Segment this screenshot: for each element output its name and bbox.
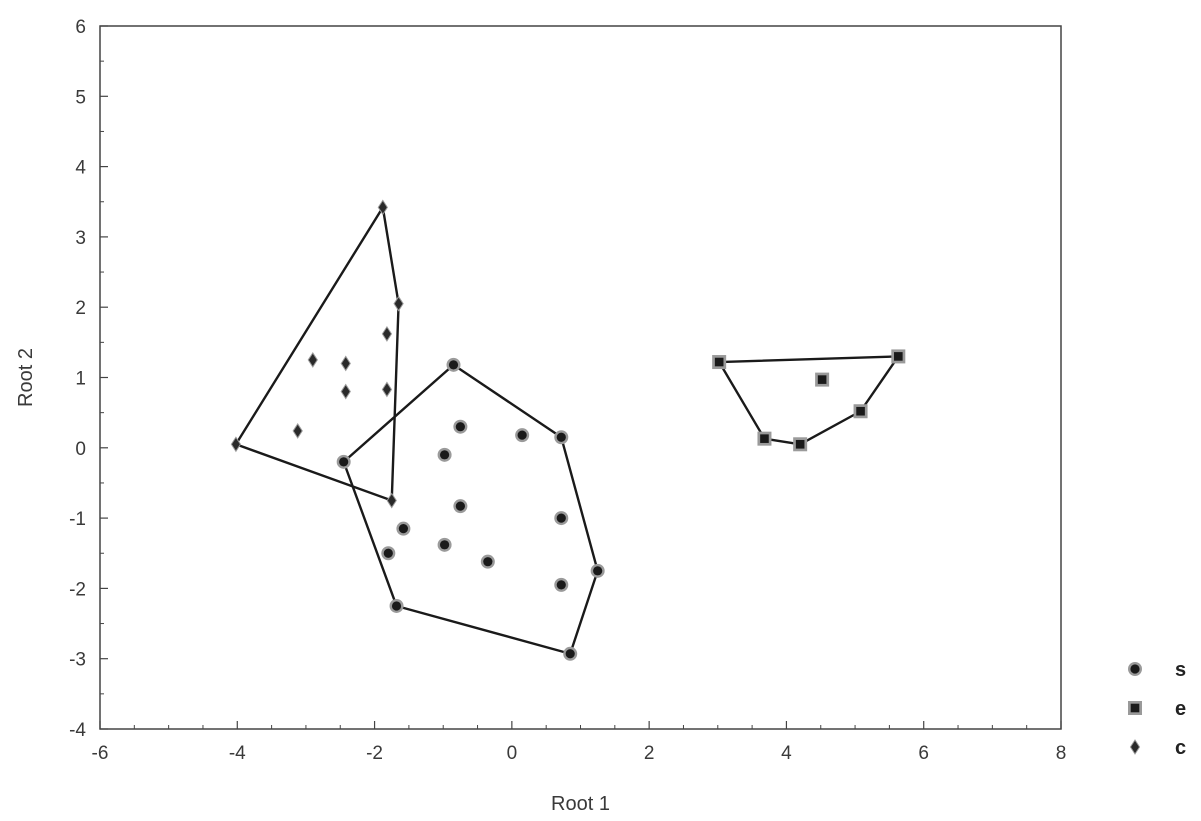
y-tick-label: 1 (75, 369, 86, 390)
point-s-core (439, 450, 450, 460)
legend-label-e: e (1175, 698, 1186, 720)
legend: sec (1128, 659, 1186, 759)
x-tick-label: -2 (366, 743, 383, 764)
point-s-core (556, 580, 566, 590)
point-c (377, 199, 388, 216)
x-tick-label: -4 (229, 743, 246, 764)
point-s-core (483, 557, 493, 567)
y-tick-label: -2 (69, 579, 86, 600)
point-s-core (556, 513, 566, 523)
point-e-core (856, 406, 865, 416)
point-s-core (556, 432, 566, 442)
point-e-core (894, 352, 903, 361)
point-s-core (383, 548, 393, 558)
hull-e (717, 355, 900, 446)
point-s-core (439, 540, 450, 550)
point-s-core (517, 430, 527, 440)
point-s-core (391, 601, 402, 611)
legend-marker-e-core (1130, 703, 1140, 713)
point-e-core (760, 434, 769, 443)
x-tick-label: 0 (507, 743, 518, 764)
point-s-core (455, 501, 465, 511)
x-tick-label: 8 (1056, 743, 1067, 764)
point-s-core (339, 457, 349, 467)
x-tick-label: 4 (781, 743, 792, 764)
point-s-core (398, 524, 409, 534)
legend-label-c: c (1175, 737, 1186, 759)
point-c (292, 423, 303, 439)
point-c (340, 383, 351, 400)
y-tick-label: 2 (75, 298, 86, 319)
y-tick-label: 6 (75, 17, 86, 38)
x-tick-label: 6 (918, 743, 929, 764)
point-e-core (795, 439, 805, 449)
point-e-core (714, 357, 724, 367)
point-e-core (817, 375, 827, 384)
point-c (307, 352, 318, 368)
y-tick-label: 5 (75, 87, 86, 108)
point-c (230, 436, 242, 453)
legend-label-s: s (1175, 659, 1186, 681)
point-s-core (565, 649, 575, 659)
point-s-core (593, 566, 603, 576)
point-s-core (448, 360, 459, 370)
point-c (340, 355, 351, 372)
y-tick-label: -4 (69, 720, 86, 741)
data-points (230, 199, 906, 661)
y-tick-label: -1 (69, 509, 86, 530)
y-tick-label: 0 (75, 439, 86, 460)
point-s-core (455, 422, 465, 432)
point-c (393, 295, 404, 312)
y-axis-title: Root 2 (15, 348, 37, 407)
x-tick-label: 2 (644, 743, 655, 764)
legend-marker-s-core (1130, 664, 1140, 674)
point-c (381, 381, 393, 398)
legend-marker-c (1129, 739, 1141, 755)
y-axis-ticks: -4 -3 -2 -1 0 1 2 3 4 5 6 (69, 17, 108, 741)
y-tick-label: 4 (75, 158, 86, 179)
x-axis-ticks: -6 -4 -2 0 2 4 6 8 (92, 721, 1067, 764)
y-tick-label: 3 (75, 228, 86, 249)
x-tick-label: -6 (92, 743, 109, 764)
y-tick-label: -3 (69, 650, 86, 671)
x-axis-title: Root 1 (551, 793, 610, 815)
point-c (386, 492, 397, 509)
point-c (381, 325, 393, 342)
